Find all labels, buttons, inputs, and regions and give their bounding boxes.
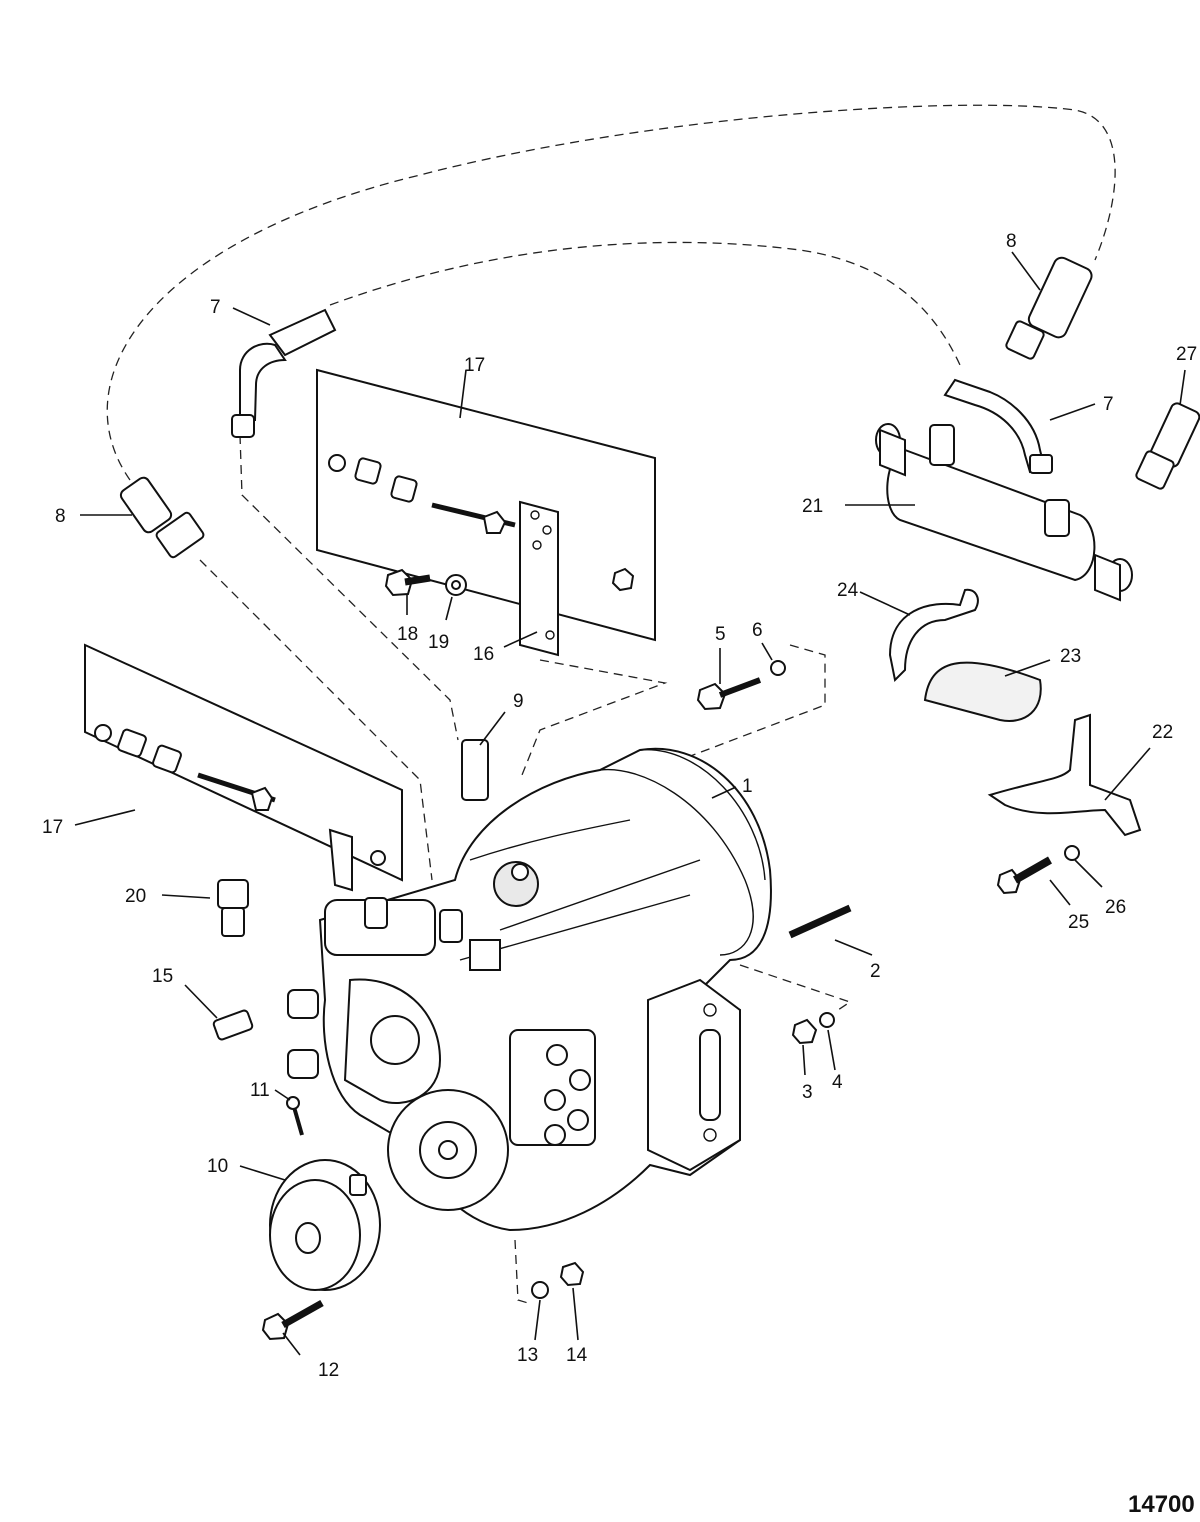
callout-8-right: 8 — [1006, 231, 1017, 252]
callout-6: 6 — [752, 620, 763, 641]
callout-18: 18 — [397, 624, 418, 645]
callout-19: 19 — [428, 632, 449, 653]
callout-5: 5 — [715, 624, 726, 645]
callout-13: 13 — [517, 1345, 538, 1366]
callout-4: 4 — [832, 1072, 843, 1093]
bracket-22 — [987, 713, 1142, 837]
callout-27: 27 — [1176, 344, 1197, 365]
callout-15: 15 — [152, 966, 173, 987]
oil-cooler — [875, 378, 1133, 602]
transmission-housing — [287, 747, 772, 1232]
callout-11: 11 — [250, 1080, 270, 1101]
callout-17-lower: 17 — [42, 817, 63, 838]
callout-7-right: 7 — [1103, 394, 1114, 415]
callout-20: 20 — [125, 886, 146, 907]
switch-27 — [1135, 402, 1200, 490]
figure-number: 14700 — [1128, 1491, 1195, 1518]
callouts: 1 2 3 4 5 6 7 7 8 8 9 10 11 12 13 14 15 … — [42, 231, 1197, 1381]
callout-24: 24 — [837, 580, 859, 601]
fitting-7-left — [231, 308, 337, 438]
callout-3: 3 — [802, 1082, 813, 1103]
sender-left — [119, 476, 205, 559]
callout-9: 9 — [513, 691, 524, 712]
kit-panel-lower — [84, 643, 403, 892]
callout-2: 2 — [870, 961, 881, 982]
callout-1: 1 — [742, 776, 753, 797]
callout-7-left: 7 — [210, 297, 221, 318]
leader-lines — [74, 251, 1186, 1356]
hardware — [212, 568, 1080, 1341]
pad-23 — [923, 661, 1042, 722]
drive-coupler — [269, 1159, 381, 1291]
kit-panel-upper — [316, 368, 656, 657]
callout-22: 22 — [1152, 722, 1173, 743]
callout-26: 26 — [1105, 897, 1126, 918]
callout-21: 21 — [802, 496, 823, 517]
callout-10: 10 — [207, 1156, 228, 1177]
callout-12: 12 — [318, 1360, 339, 1381]
callout-16: 16 — [473, 644, 494, 665]
sender-right — [1005, 256, 1093, 360]
callout-23: 23 — [1060, 646, 1081, 667]
callout-14: 14 — [566, 1345, 588, 1366]
callout-8-left: 8 — [55, 506, 66, 527]
callout-25: 25 — [1068, 912, 1089, 933]
clamp-24 — [888, 588, 979, 683]
callout-17-upper: 17 — [464, 355, 485, 376]
